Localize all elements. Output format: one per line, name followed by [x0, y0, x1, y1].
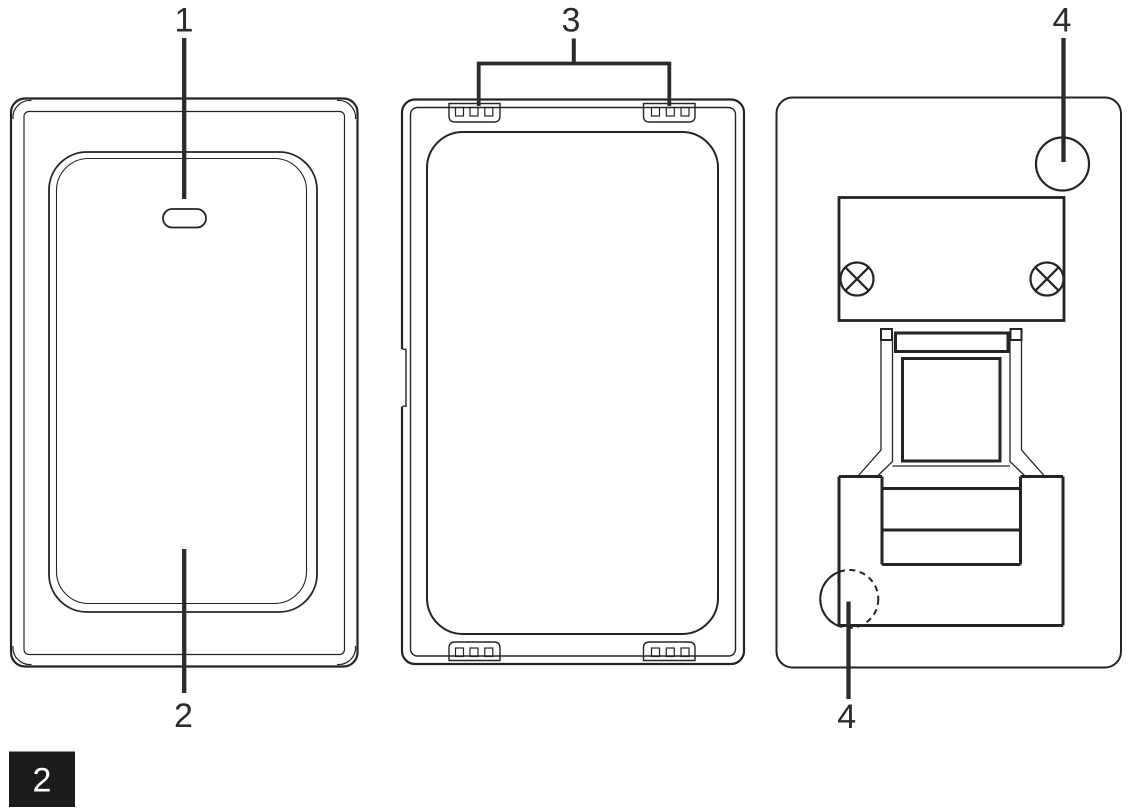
latch-post-cap-right: [1009, 328, 1023, 341]
front-button-face: [48, 151, 318, 613]
clip-slot-top-left: [448, 102, 501, 123]
latch-assembly: [858, 328, 1045, 477]
clip-slot-bottom-right: [642, 641, 696, 662]
indicator-lens: [162, 208, 207, 229]
screw-right-icon: [1029, 261, 1065, 297]
cover-inner-opening: [426, 131, 719, 635]
callout-label-1: 1: [175, 2, 194, 40]
front-view-panel: [9, 38, 359, 693]
screw-left-icon: [839, 261, 875, 297]
clip-slot-bottom-left: [448, 641, 501, 662]
callout-label-2: 2: [174, 697, 193, 735]
back-outer-frame: [775, 96, 1122, 669]
callout-bracket-3: [476, 38, 672, 106]
clip-slot-top-right: [642, 102, 696, 123]
page-number: 2: [33, 762, 52, 800]
latch-top-bar: [894, 331, 1010, 353]
corner-bevel-arc: [12, 645, 32, 666]
callout-label-3: 3: [562, 2, 581, 40]
cover-outer-frame: [400, 98, 746, 666]
corner-bevel-arc: [336, 99, 357, 120]
cover-inner-lip: [409, 106, 737, 657]
mounting-bracket: [837, 475, 1065, 627]
back-view-panel: [775, 38, 1122, 699]
corner-bevel-arc: [336, 645, 357, 666]
front-button-face-bevel: [55, 157, 308, 605]
callout-label-4-bottom: 4: [837, 698, 856, 736]
clip-slot-teeth: [454, 106, 690, 658]
back-cover-panel: [399, 38, 746, 666]
callout-label-4-top: 4: [1053, 2, 1072, 40]
corner-bevel-arc: [12, 99, 32, 120]
latch-posts: [858, 335, 1045, 477]
edge-slot-mask: [399, 349, 405, 407]
terminal-block: [837, 196, 1066, 322]
page-number-box: 2: [9, 751, 75, 807]
corner-hole-bottom-solid-arc: [819, 570, 840, 628]
latch-window: [901, 357, 1002, 463]
latch-post-cap-left: [880, 328, 893, 341]
edge-slot: [402, 348, 407, 407]
